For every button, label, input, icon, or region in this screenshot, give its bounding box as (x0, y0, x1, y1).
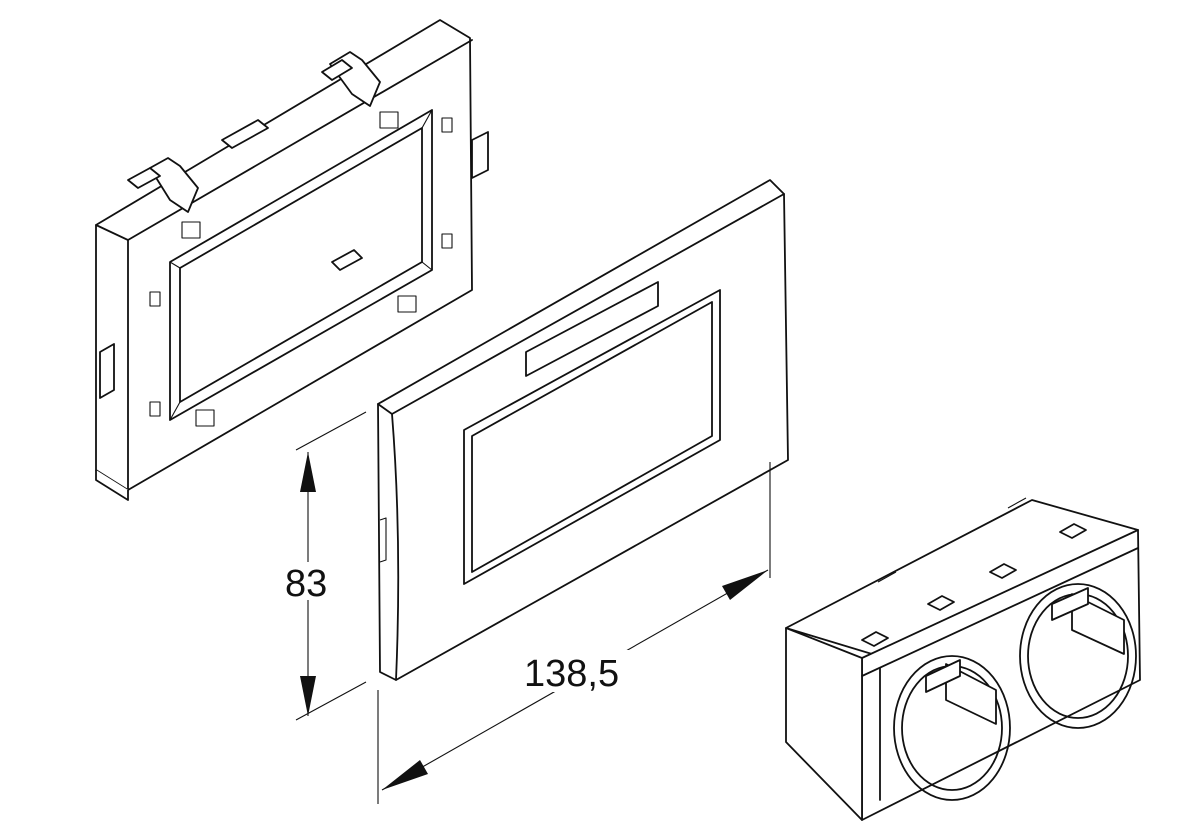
arrow-left-icon (382, 760, 428, 790)
socket-insert (785, 497, 1141, 821)
dimension-width: 138,5 (377, 462, 771, 804)
cover-plate (377, 179, 789, 681)
width-dimension-label: 138,5 (524, 653, 619, 695)
arrow-right-icon (722, 570, 768, 600)
mounting-frame (95, 19, 489, 501)
dimension-height: 83 (282, 411, 367, 721)
arrow-up-icon (300, 452, 316, 492)
arrow-down-icon (300, 676, 316, 716)
height-dimension-label: 83 (285, 563, 327, 605)
